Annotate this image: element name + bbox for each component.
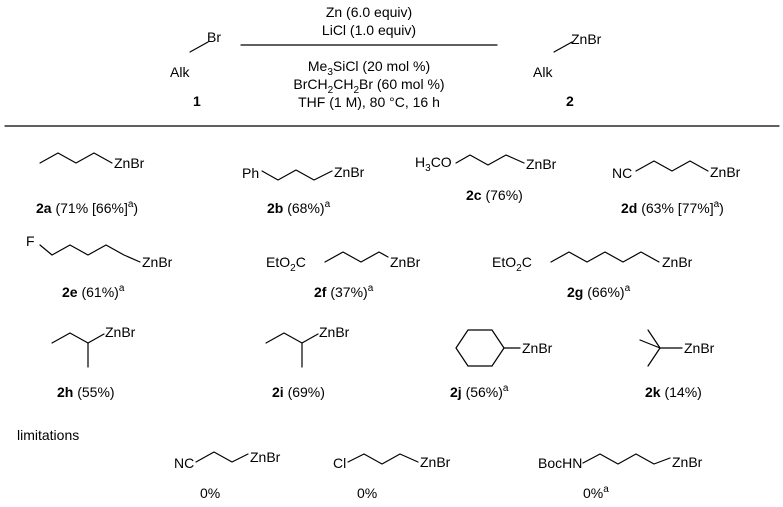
label-2e: 2e (61%)a xyxy=(62,283,125,300)
label-2h: 2h (55%) xyxy=(57,384,115,400)
skeleton-2j-ring xyxy=(455,329,505,367)
znbr-2f: ZnBr xyxy=(390,254,421,270)
label-2g: 2g (66%)a xyxy=(567,283,631,300)
skeleton-2k-1 xyxy=(639,339,661,349)
skeleton-2h xyxy=(51,332,89,344)
product-znbr: ZnBr xyxy=(571,31,602,47)
skeleton-2i xyxy=(265,332,303,344)
skeleton-2a xyxy=(39,152,113,164)
skeleton-lim-1 xyxy=(195,451,249,463)
condition-zn: Zn (6.0 equiv) xyxy=(326,4,412,20)
reactant-bond xyxy=(189,41,209,53)
skeleton-2h-znbr xyxy=(87,333,105,344)
znbr-2h: ZnBr xyxy=(105,324,136,340)
group-2f: EtO2C xyxy=(266,254,306,274)
znbr-lim-3: ZnBr xyxy=(672,454,703,470)
skeleton-2c xyxy=(455,154,525,166)
group-lim-2: Cl xyxy=(333,455,346,471)
label-2i: 2i (69%) xyxy=(272,384,325,400)
znbr-2g: ZnBr xyxy=(662,254,693,270)
reactant-number: 1 xyxy=(193,93,201,109)
product-number: 2 xyxy=(566,93,574,109)
znbr-2d: ZnBr xyxy=(710,164,741,180)
znbr-2j: ZnBr xyxy=(522,340,553,356)
yield-lim-1: 0% xyxy=(200,485,220,501)
limitations-title: limitations xyxy=(17,427,79,443)
skeleton-lim-2 xyxy=(347,453,419,465)
znbr-2b: ZnBr xyxy=(334,164,365,180)
skeleton-2i-znbr xyxy=(301,333,319,344)
label-2f: 2f (37%)a xyxy=(314,283,374,300)
skeleton-2e xyxy=(39,244,141,263)
label-2j: 2j (56%)a xyxy=(450,383,509,400)
skeleton-lim-3 xyxy=(582,453,671,465)
condition-dibromoethane: BrCH2CH2Br (60 mol %) xyxy=(293,76,444,96)
label-2k: 2k (14%) xyxy=(645,384,702,400)
label-2d: 2d (63% [77%]a) xyxy=(621,199,724,216)
group-lim-1: NC xyxy=(174,455,194,471)
znbr-lim-2: ZnBr xyxy=(420,454,451,470)
group-2e: F xyxy=(26,233,35,249)
reactant-br: Br xyxy=(207,29,221,45)
skeleton-2k-2 xyxy=(647,329,661,349)
group-2g: EtO2C xyxy=(492,254,532,274)
skeleton-2k-3 xyxy=(647,347,661,367)
condition-tmscl: Me3SiCl (20 mol %) xyxy=(308,58,430,78)
label-2c: 2c (76%) xyxy=(466,187,523,203)
znbr-lim-1: ZnBr xyxy=(250,449,281,465)
znbr-2c: ZnBr xyxy=(526,156,557,172)
znbr-2e: ZnBr xyxy=(142,254,173,270)
group-lim-3: BocHN xyxy=(538,455,582,471)
znbr-2a: ZnBr xyxy=(114,155,145,171)
group-2d: NC xyxy=(612,165,632,181)
znbr-2k: ZnBr xyxy=(684,340,715,356)
skeleton-2b xyxy=(261,169,333,181)
condition-licl: LiCl (1.0 equiv) xyxy=(322,22,416,38)
condition-solvent: THF (1 M), 80 °C, 16 h xyxy=(298,94,440,110)
skeleton-2d xyxy=(635,160,709,172)
label-2b: 2b (68%)a xyxy=(267,199,331,216)
znbr-2i: ZnBr xyxy=(319,324,350,340)
group-2c: H3CO xyxy=(415,154,452,174)
skeleton-2g xyxy=(550,251,660,263)
reactant-alk: Alk xyxy=(170,64,190,80)
skeleton-2f xyxy=(324,251,389,263)
yield-lim-2: 0% xyxy=(357,485,377,501)
product-alk: Alk xyxy=(533,64,553,80)
product-bond xyxy=(553,41,573,53)
label-2a: 2a (71% [66%]a) xyxy=(36,199,138,216)
yield-lim-3: 0%a xyxy=(583,484,609,501)
group-2b: Ph xyxy=(242,165,259,181)
